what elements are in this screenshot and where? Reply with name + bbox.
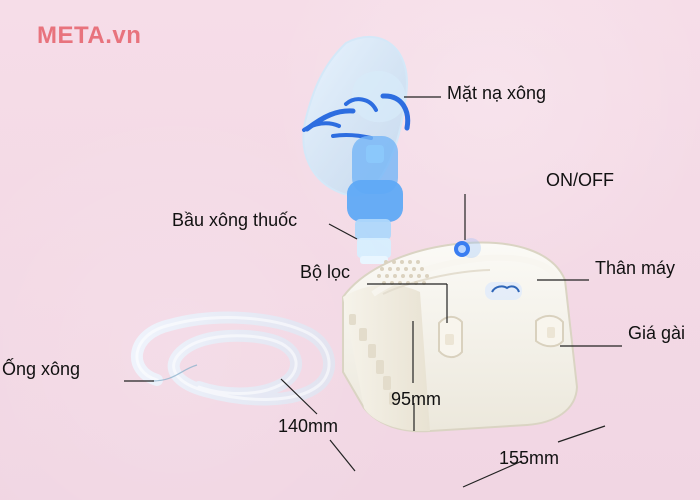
- nebulizer-body: [342, 238, 579, 433]
- mask-assembly: [302, 35, 411, 264]
- site-logo: META.vn: [37, 24, 141, 48]
- depth-dimension: 140mm: [278, 416, 339, 436]
- side-vents: [349, 314, 397, 405]
- vent-grille: [377, 260, 429, 285]
- annotation-lines: [124, 96, 622, 488]
- height-dimension: 95mm: [391, 389, 442, 409]
- logo-brand: META: [37, 22, 106, 49]
- body-label: Thân máy: [595, 258, 676, 278]
- power-label: ON/OFF: [546, 170, 614, 190]
- mask-label: Mặt nạ xông: [447, 83, 547, 103]
- tube-label: Ống xông: [2, 359, 81, 379]
- tube-assembly: [130, 311, 336, 406]
- logo-suffix: .vn: [105, 22, 142, 49]
- clip-label: Giá gài: [628, 323, 686, 343]
- chamber-label: Bầu xông thuốc: [172, 210, 298, 230]
- filter-label: Bộ lọc: [300, 262, 351, 282]
- width-dimension: 155mm: [499, 448, 560, 468]
